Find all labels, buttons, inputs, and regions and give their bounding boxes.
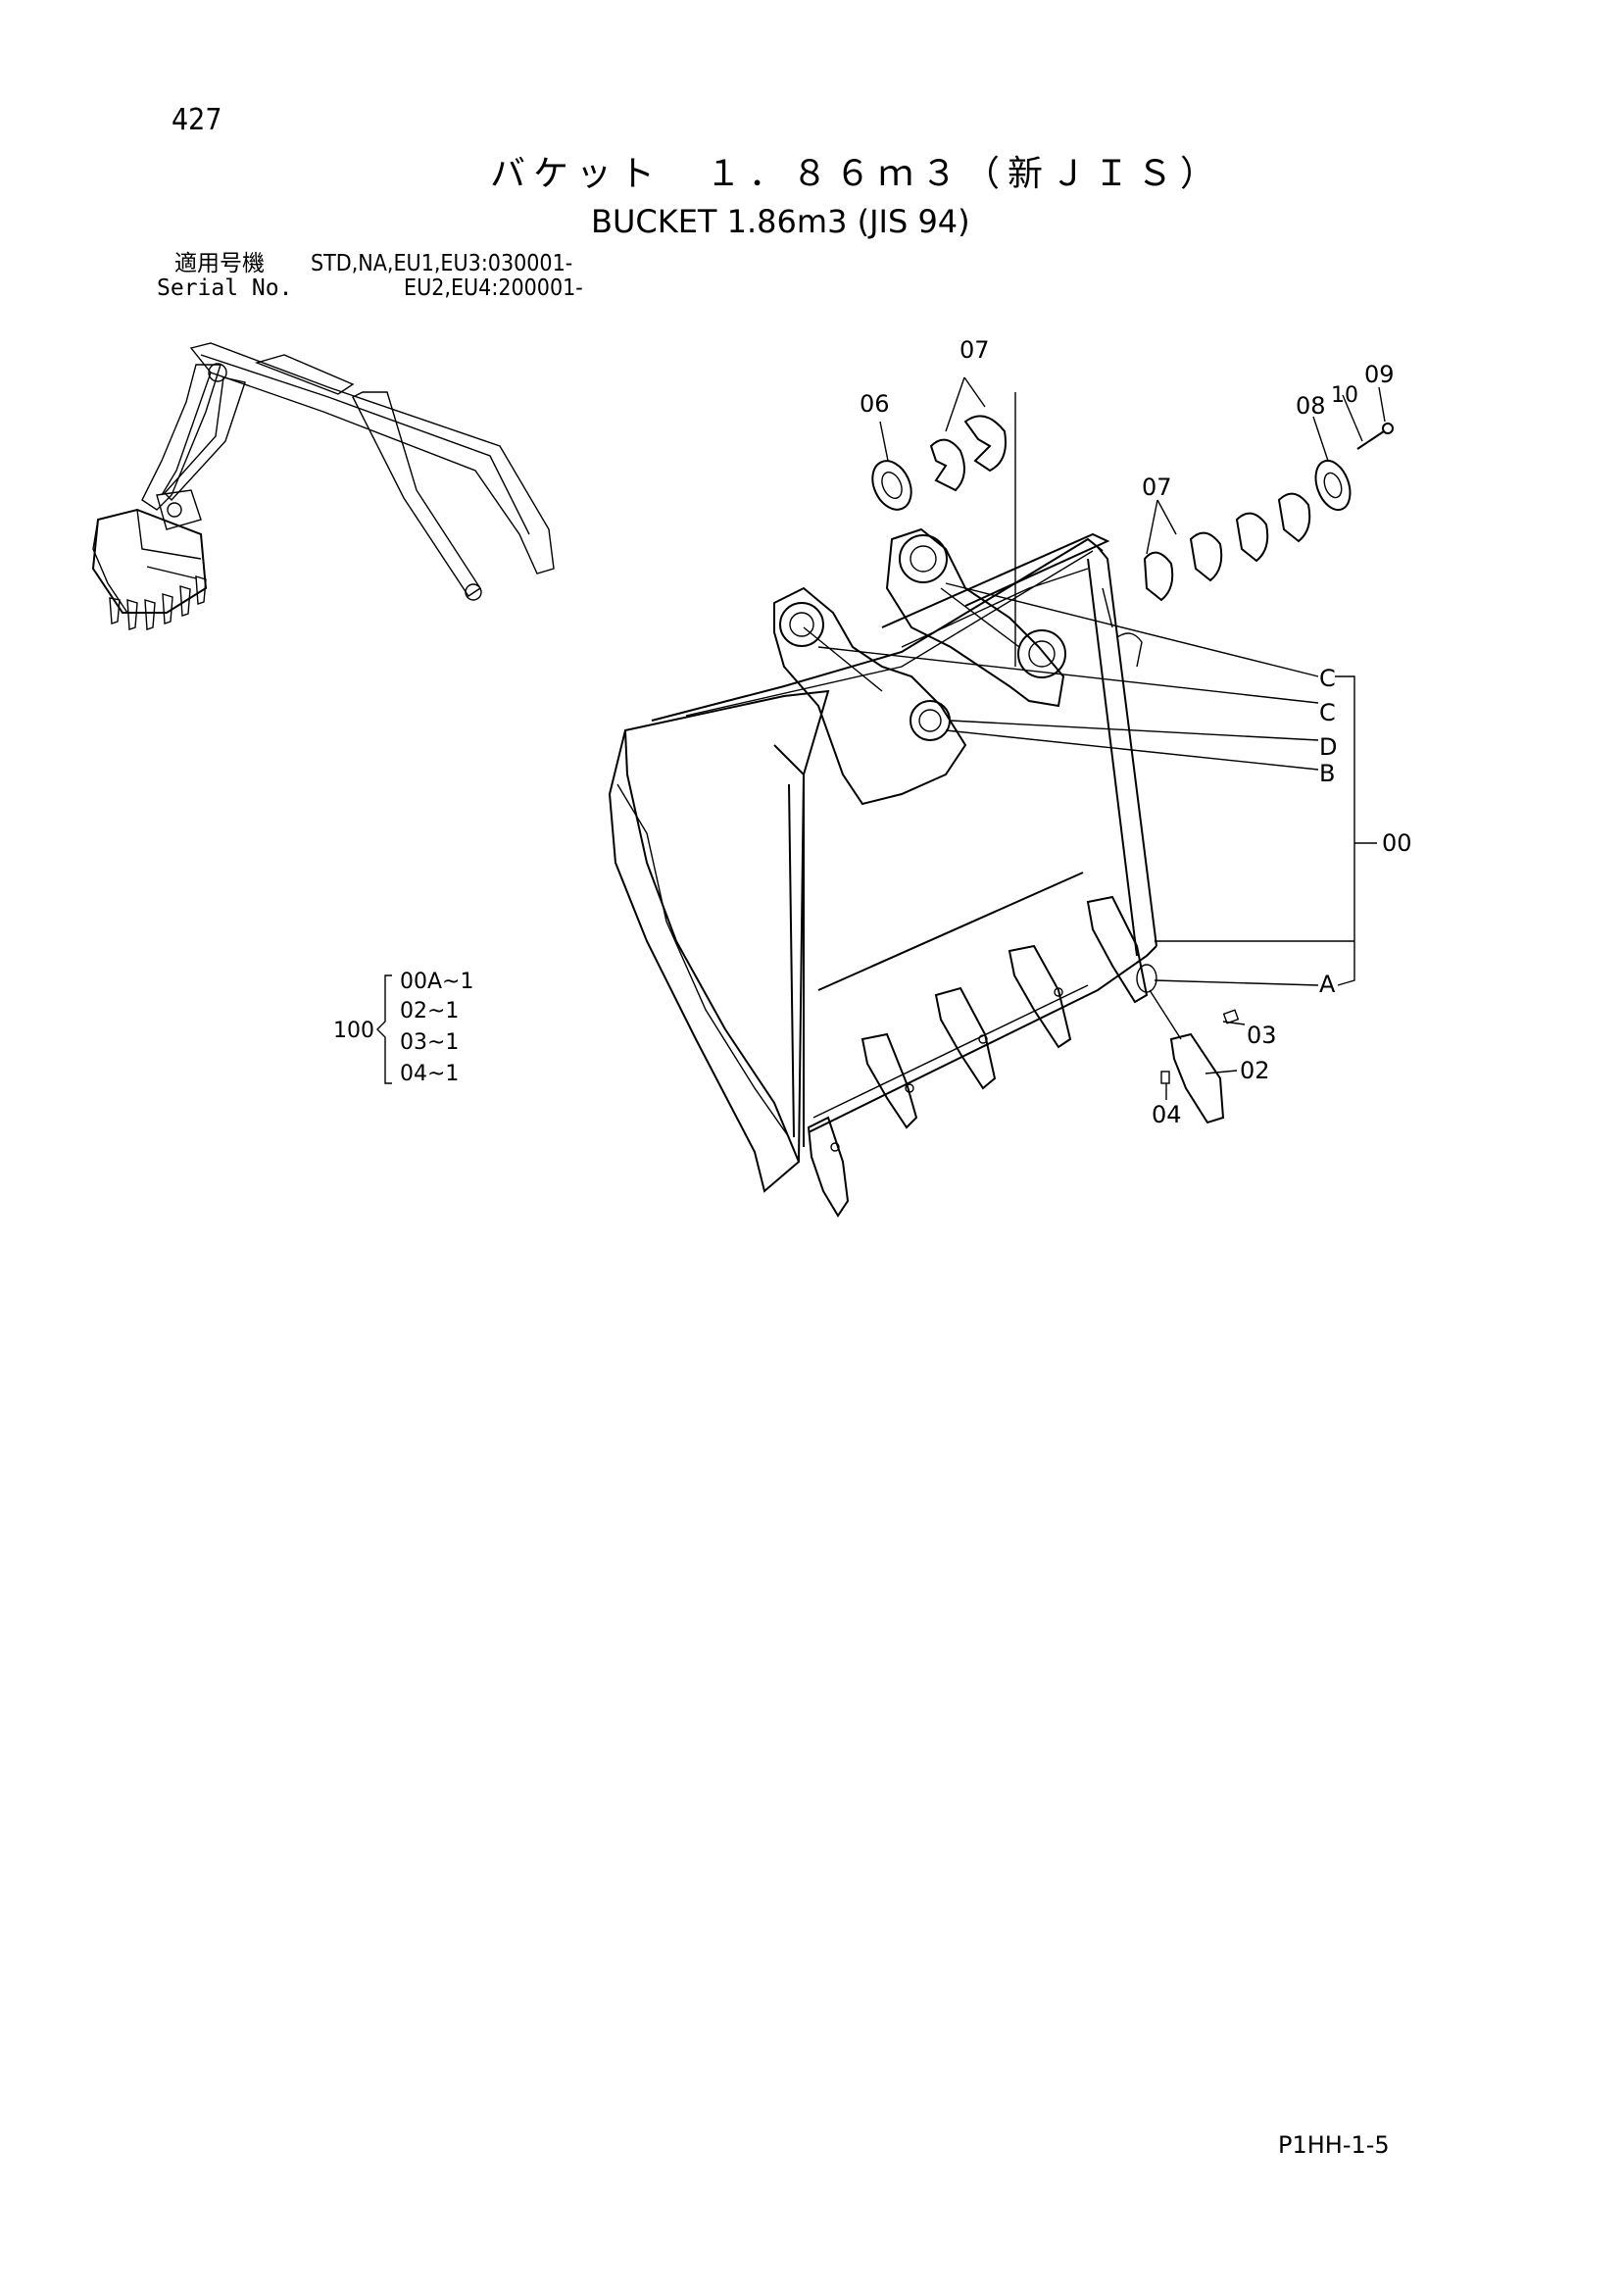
serial-label-japanese: 適用号機 (174, 251, 265, 276)
bucket-drawing (608, 376, 1394, 1218)
excavator-arm-illustration (91, 342, 555, 630)
callout-B: B (1319, 760, 1335, 787)
title-japanese: バケット １．８６ｍ３（新ＪＩＳ） (490, 154, 1224, 194)
callout-C-1: C (1319, 665, 1336, 692)
callout-02: 02 (1240, 1057, 1270, 1084)
page-code: P1HH-1-5 (1278, 2131, 1390, 2159)
callout-06: 06 (860, 390, 890, 418)
callout-D: D (1319, 733, 1337, 761)
kit-bracket (376, 974, 392, 1084)
kit-item-2: 02~1 (400, 999, 459, 1023)
kit-label: 100 (333, 1019, 374, 1043)
pin-parts-left (871, 415, 1007, 511)
pin-parts-right (1143, 423, 1394, 602)
callout-07-mid: 07 (1142, 474, 1172, 501)
serial-range-2: EU2,EU4:200001- (404, 275, 583, 301)
serial-label-english: Serial No. (157, 275, 293, 301)
callout-A: A (1319, 971, 1336, 998)
serial-range-1: STD,NA,EU1,EU3:030001- (311, 251, 573, 276)
callout-03: 03 (1247, 1022, 1277, 1049)
callout-00: 00 (1382, 829, 1412, 857)
callout-08: 08 (1296, 392, 1326, 420)
bucket-teeth (807, 895, 1157, 1218)
callout-C-2: C (1319, 699, 1336, 726)
kit-item-4: 04~1 (400, 1062, 459, 1086)
kit-item-1: 00A~1 (400, 970, 473, 994)
callout-04: 04 (1152, 1101, 1182, 1128)
title-english: BUCKET 1.86m3 (JIS 94) (591, 203, 970, 240)
callout-09: 09 (1364, 361, 1395, 388)
callout-07-top: 07 (959, 336, 990, 364)
page-number: 427 (172, 103, 222, 137)
kit-item-3: 03~1 (400, 1030, 459, 1055)
callout-10: 10 (1331, 383, 1358, 408)
